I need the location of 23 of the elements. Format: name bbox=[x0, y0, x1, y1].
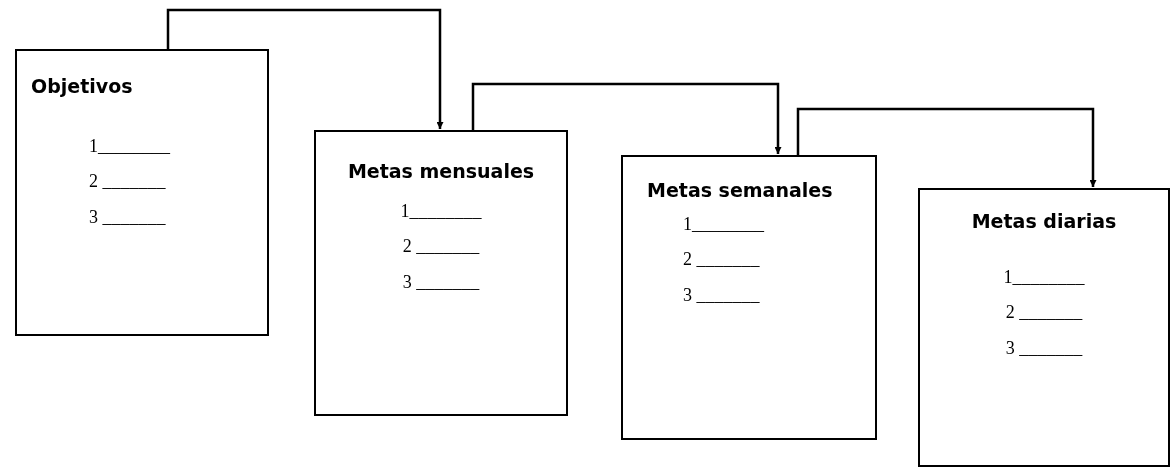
list-card bbox=[314, 130, 568, 416]
numbered-blank-line: 3 _______ bbox=[1005, 338, 1083, 360]
list-card bbox=[918, 188, 1170, 467]
connector-arrow bbox=[471, 82, 782, 154]
card-heading: Metas mensuales bbox=[347, 160, 535, 183]
numbered-blank-line: 3 _______ bbox=[402, 272, 480, 294]
card-heading: Objetivos bbox=[31, 75, 133, 98]
numbered-blank-line: 1________ bbox=[89, 135, 170, 158]
numbered-blank-line: 1________ bbox=[683, 213, 764, 236]
numbered-blank-line: 2 _______ bbox=[683, 249, 760, 271]
list-card bbox=[15, 49, 269, 336]
connector-arrow bbox=[796, 107, 1097, 187]
card-heading: Metas diarias bbox=[971, 210, 1117, 233]
numbered-blank-line: 3 _______ bbox=[89, 207, 166, 229]
numbered-blank-line: 2 _______ bbox=[1005, 302, 1083, 324]
numbered-blank-line: 1________ bbox=[1003, 266, 1085, 289]
numbered-blank-line: 2 _______ bbox=[402, 236, 480, 258]
numbered-blank-line: 3 _______ bbox=[683, 285, 760, 307]
numbered-blank-line: 1________ bbox=[400, 200, 482, 223]
connector-arrow bbox=[166, 8, 444, 129]
list-card bbox=[621, 155, 877, 440]
card-heading: Metas semanales bbox=[647, 179, 833, 202]
numbered-blank-line: 2 _______ bbox=[89, 171, 166, 193]
